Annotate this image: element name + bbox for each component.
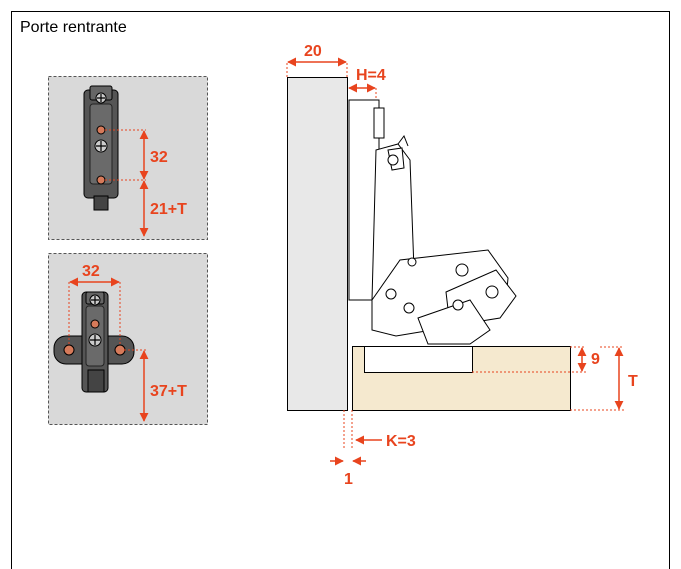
page-title: Porte rentrante <box>20 19 127 36</box>
gap-label: 1 <box>344 471 353 488</box>
outer-frame <box>11 11 670 569</box>
hinge-icon <box>348 99 517 345</box>
bottom-mounting-panel: 32 37+T <box>48 253 208 425</box>
screw-icon <box>88 333 102 347</box>
screw-icon <box>95 92 107 104</box>
side-panel <box>287 77 348 411</box>
top-plate-spacing-label: 32 <box>150 149 168 166</box>
bottom-plate-offset-label: 37+T <box>150 383 187 400</box>
bottom-plate-spacing-label: 32 <box>82 263 100 280</box>
k-dimension-label: K=3 <box>386 433 416 450</box>
h-dimension-label: H=4 <box>356 67 386 84</box>
top-plate-offset-label: 21+T <box>150 201 187 218</box>
cross-section: 20 H=4 K=3 1 9 T <box>286 43 638 488</box>
screw-icon <box>89 294 101 306</box>
door-thickness-label: 20 <box>304 43 322 60</box>
top-mounting-panel: 32 21+T <box>48 76 208 240</box>
thickness-label: T <box>628 373 638 390</box>
screw-icon <box>94 139 108 153</box>
cup-depth-label: 9 <box>591 351 600 368</box>
